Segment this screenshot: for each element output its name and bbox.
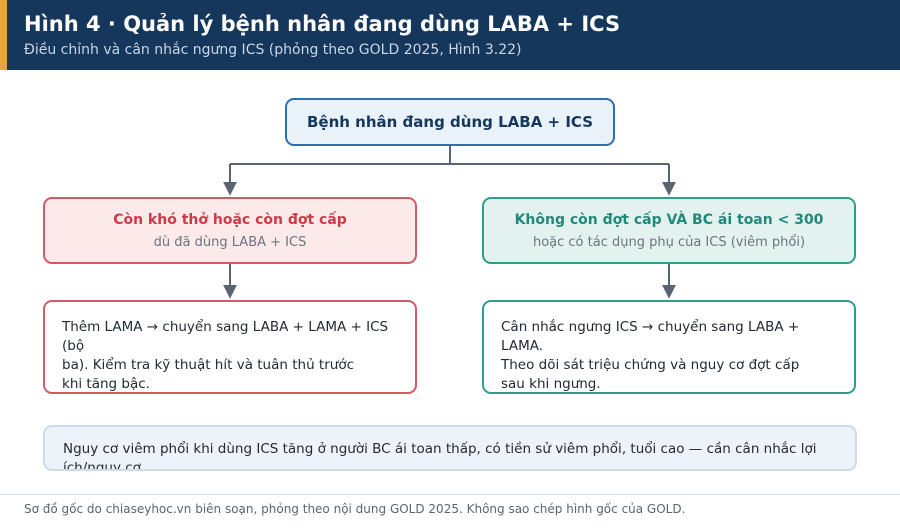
footer-divider (0, 494, 900, 495)
risk-note: Nguy cơ viêm phổi khi dùng ICS tăng ở ng… (43, 425, 857, 471)
right-condition-title: Không còn đợt cấp VÀ BC ái toan < 300 (514, 211, 824, 228)
left-action-line: ba). Kiểm tra kỹ thuật hít và tuân thủ t… (62, 357, 355, 373)
left-condition-subtitle: dù đã dùng LABA + ICS (153, 234, 307, 250)
source-footer: Sơ đồ gốc do chiaseyhoc.vn biên soạn, ph… (24, 502, 686, 516)
right-condition-node: Không còn đợt cấp VÀ BC ái toan < 300 ho… (482, 197, 856, 264)
right-action-line: sau khi ngưng. (501, 376, 601, 392)
header-banner: Hình 4 · Quản lý bệnh nhân đang dùng LAB… (0, 0, 900, 70)
left-condition-node: Còn khó thở hoặc còn đợt cấp dù đã dùng … (43, 197, 417, 264)
right-condition-subtitle: hoặc có tác dụng phụ của ICS (viêm phổi) (532, 234, 806, 250)
left-action-line: Thêm LAMA → chuyển sang LABA + LAMA + IC… (62, 319, 389, 354)
right-action-line: Cân nhắc ngưng ICS → chuyển sang LABA + … (501, 319, 800, 354)
risk-note-text: Nguy cơ viêm phổi khi dùng ICS tăng ở ng… (63, 441, 817, 471)
left-condition-title: Còn khó thở hoặc còn đợt cấp (113, 211, 347, 228)
root-node-label: Bệnh nhân đang dùng LABA + ICS (306, 113, 593, 131)
left-action-node: Thêm LAMA → chuyển sang LABA + LAMA + IC… (43, 300, 417, 394)
root-node: Bệnh nhân đang dùng LABA + ICS (285, 98, 615, 146)
figure-title: Hình 4 · Quản lý bệnh nhân đang dùng LAB… (24, 12, 621, 36)
figure-subtitle: Điều chỉnh và cân nhắc ngưng ICS (phỏng … (24, 42, 522, 58)
header-accent-bar (0, 0, 7, 70)
left-action-line: khi tăng bậc. (62, 376, 150, 392)
right-action-node: Cân nhắc ngưng ICS → chuyển sang LABA + … (482, 300, 856, 394)
right-action-line: Theo dõi sát triệu chứng và nguy cơ đợt … (501, 357, 800, 373)
